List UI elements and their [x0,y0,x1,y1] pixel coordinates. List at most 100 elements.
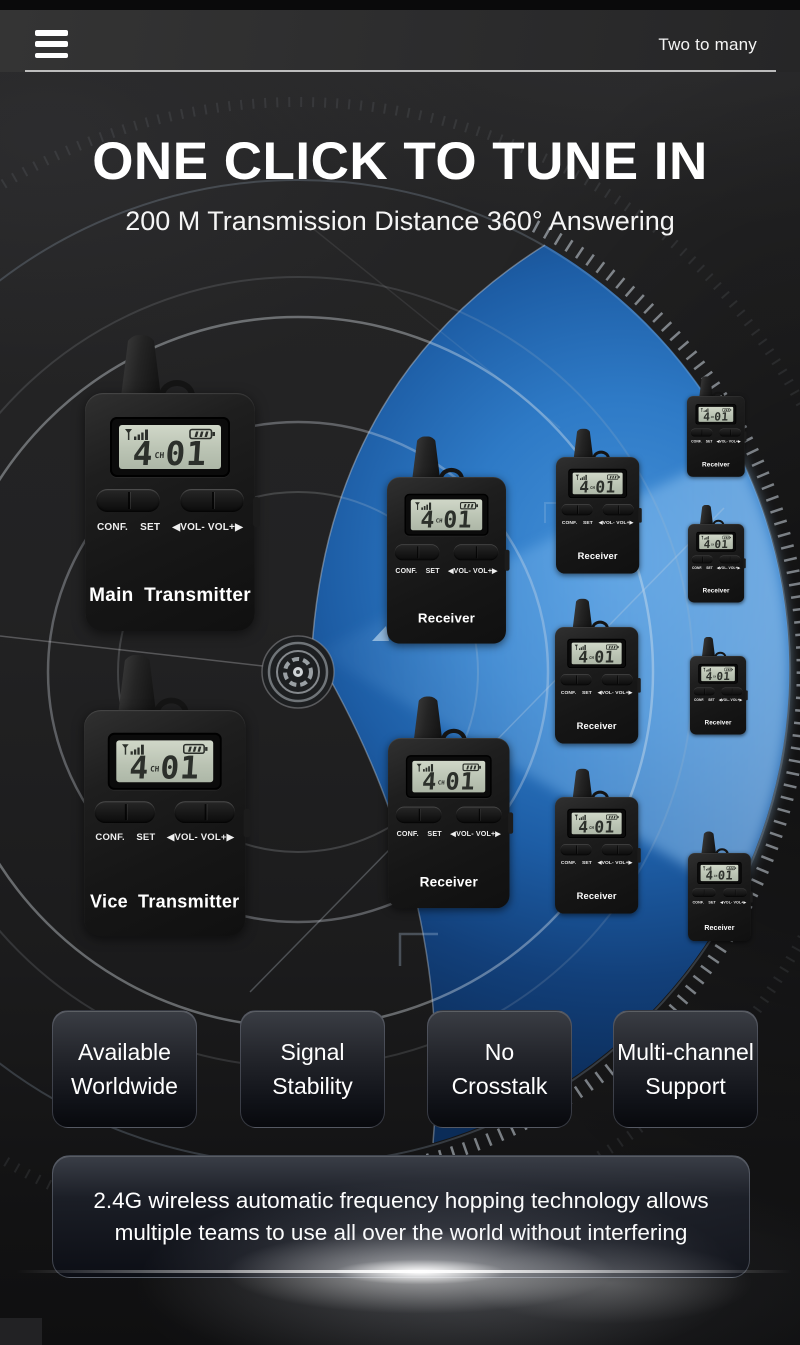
volume-labels: ◀VOL-VOL+▶ [716,566,741,571]
antenna-icon [118,654,157,714]
volume-button [180,489,244,512]
volume-labels: ◀VOL-VOL+▶ [598,520,634,526]
channel-display: 4CH01 [705,669,731,682]
feature-card-available-worldwide: Available Worldwide [52,1010,197,1128]
volume-button [602,504,634,516]
channel-display: 4CH01 [577,817,616,835]
volume-labels: ◀VOL-VOL+▶ [172,522,243,533]
conf-label: CONF. [395,567,418,575]
channel-display: 4CH01 [131,434,209,469]
conf-set-button [96,489,160,512]
battery-icon [189,428,215,440]
conf-set-button [560,674,592,686]
battery-icon [182,743,208,754]
set-label: SET [427,830,442,839]
set-label: SET [705,439,713,444]
conf-label: CONF. [691,566,703,571]
side-clip [243,808,251,838]
lcd-screen: 4CH01 [572,472,623,495]
conf-label: CONF. [560,860,577,866]
volume-button [601,844,633,856]
antenna-icon [701,636,716,658]
device-label: Receiver [702,461,730,469]
conf-set-button [692,888,716,898]
lcd-bezel: 4CH01 [405,755,492,799]
device-label: Vice Transmitter [90,892,240,913]
lcd-bezel: 4CH01 [696,531,736,552]
lcd-screen: 4CH01 [116,740,214,783]
device-label: Receiver [576,721,617,732]
header-divider [25,70,776,72]
volume-labels: ◀VOL-VOL+▶ [718,698,743,703]
signal-strength-icon [125,429,148,440]
page-subtitle: 200 M Transmission Distance 360° Answeri… [125,206,675,236]
corner-patch [0,1318,42,1345]
set-label: SET [706,566,713,571]
set-label: SET [582,860,592,866]
antenna-icon [572,768,593,799]
channel-display: 4CH01 [705,868,734,882]
receiver-device: 4CH01 CONF. SET ◀VOL-VOL+▶ Receiver [556,428,642,574]
antenna-icon [573,428,594,459]
main-transmitter-device: 4CH01 CONF. SET ◀VOL-VOL+▶ Main Transmit… [85,335,260,631]
volume-labels: ◀VOL-VOL+▶ [597,690,633,696]
channel-display: 4CH01 [702,409,729,422]
conf-label: CONF. [691,439,702,444]
feature-card-multichannel-support: Multi-channel Support [613,1010,758,1128]
antenna-icon [699,504,714,526]
lcd-bezel: 4CH01 [404,493,489,536]
lcd-screen: 4CH01 [571,812,622,835]
hamburger-menu-icon[interactable] [35,30,68,58]
device-label: Receiver [576,891,617,902]
page-title: ONE CLICK TO TUNE IN [92,132,708,191]
conf-label: CONF. [693,698,705,703]
set-label: SET [425,567,440,575]
conf-label: CONF. [560,690,577,696]
lcd-bezel: 4CH01 [567,808,627,839]
lcd-screen: 4CH01 [119,425,221,469]
device-label: Receiver [702,587,730,595]
conf-set-button [690,428,713,437]
conf-label: CONF. [561,520,578,526]
set-label: SET [708,900,716,905]
conf-label: CONF. [396,830,419,839]
conf-label: CONF. [692,900,704,905]
receiver-device: 4CH01 CONF. SET ◀VOL-VOL+▶ Receiver [555,768,641,914]
volume-labels: ◀VOL-VOL+▶ [450,830,501,839]
antenna-icon [572,598,593,629]
conf-set-button [394,544,440,561]
lcd-screen: 4CH01 [698,406,734,422]
lcd-bezel: 4CH01 [695,404,737,425]
lcd-screen: 4CH01 [571,642,622,665]
device-label: Receiver [419,875,478,891]
header-bar: Two to many [0,10,800,72]
channel-display: 4CH01 [577,647,616,665]
receiver-device: 4CH01 CONF. SET ◀VOL-VOL+▶ Receiver [687,376,747,477]
volume-labels: ◀VOL-VOL+▶ [448,567,498,575]
conf-set-button [561,504,593,516]
lcd-bezel: 4CH01 [568,468,628,499]
lcd-screen: 4CH01 [699,534,733,550]
volume-labels: ◀VOL-VOL+▶ [597,860,633,866]
set-label: SET [582,690,592,696]
vice-transmitter-device: 4CH01 CONF. SET ◀VOL-VOL+▶ Vice Transmit… [84,654,251,937]
conf-set-button [560,844,592,856]
antenna-icon [413,696,443,741]
channel-display: 4CH01 [419,505,474,531]
top-strip [0,0,800,10]
volume-labels: ◀VOL-VOL+▶ [720,900,747,905]
volume-button [601,674,633,686]
device-label: Receiver [417,611,476,627]
volume-button [453,544,499,561]
side-clip [253,497,260,527]
feature-card-signal-stability: Signal Stability [240,1010,385,1128]
lcd-screen: 4CH01 [700,864,739,882]
channel-display: 4CH01 [128,748,202,783]
conf-label: CONF. [97,522,128,533]
lcd-screen: 4CH01 [410,499,483,531]
set-label: SET [140,522,161,533]
channel-display: 4CH01 [421,767,477,793]
lcd-bezel: 4CH01 [697,861,742,885]
